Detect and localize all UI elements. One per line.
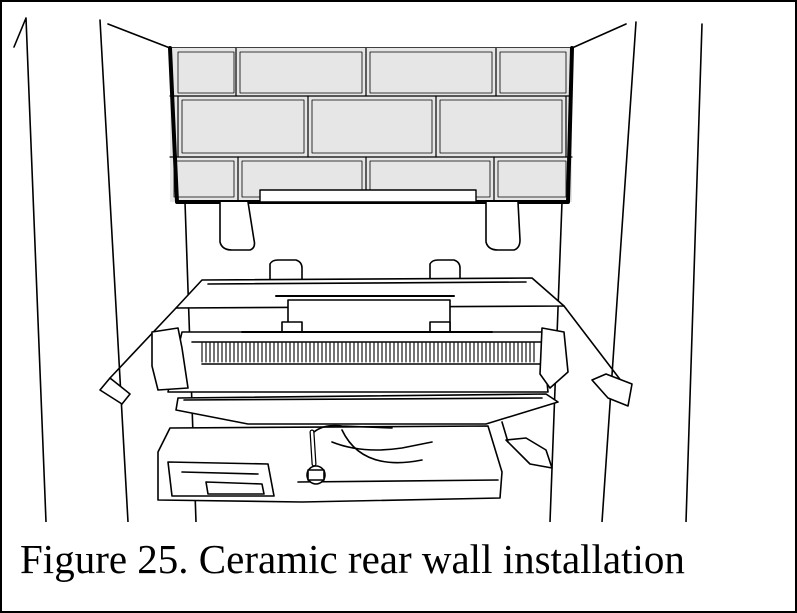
gas-valve-assembly [157,421,553,503]
burner-slots [201,342,535,363]
burner-tray [99,259,633,425]
figure-caption: Figure 25. Ceramic rear wall installatio… [20,536,685,582]
fireplace-diagram [13,17,703,522]
ceramic-rear-wall [168,46,574,251]
